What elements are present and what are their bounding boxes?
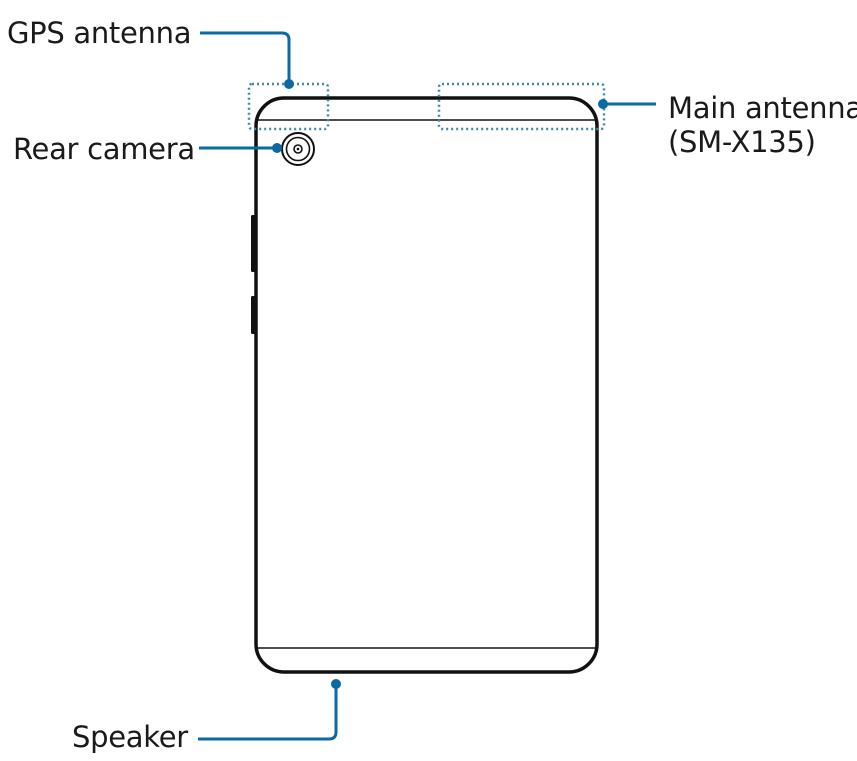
- rear-camera-leader: [199, 143, 282, 153]
- tablet-body-outline: [254, 96, 599, 674]
- speaker-leader: [198, 679, 341, 741]
- speaker-label: Speaker: [72, 720, 188, 754]
- power-button: [251, 296, 257, 334]
- rear-camera-label: Rear camera: [13, 132, 195, 166]
- main-antenna-zone: [437, 82, 606, 131]
- gps-antenna-leader: [200, 31, 294, 89]
- main-antenna-label: Main antenna: [668, 91, 857, 125]
- gps-antenna-label: GPS antenna: [7, 16, 192, 50]
- main-antenna-leader: [598, 99, 656, 109]
- volume-button: [251, 215, 257, 272]
- gps-antenna-zone: [247, 82, 330, 131]
- main-antenna-model-label: (SM-X135): [668, 125, 816, 159]
- rear-camera-icon: [281, 132, 315, 166]
